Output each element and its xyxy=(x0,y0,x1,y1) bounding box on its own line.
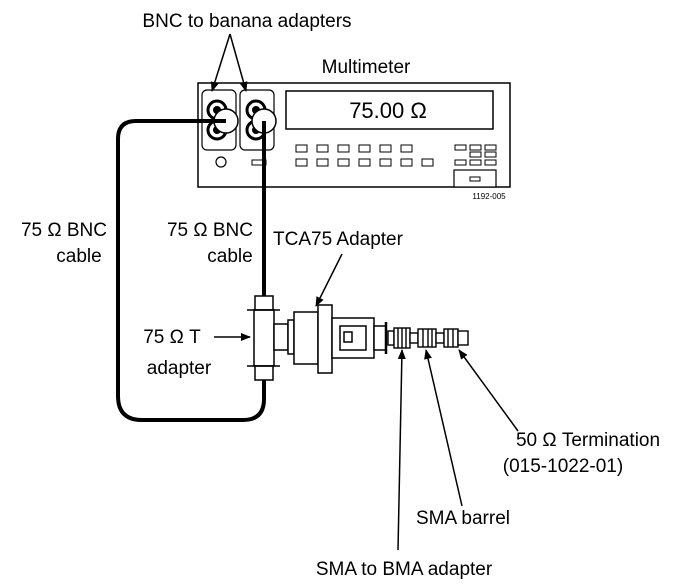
power-button xyxy=(215,156,227,168)
bnc-cable-left xyxy=(116,119,266,422)
figure-code: 1192-005 xyxy=(472,192,506,201)
label-cable-left-line2: cable xyxy=(56,246,101,267)
arrow-to-sma-to-bma xyxy=(397,349,406,551)
label-cable-left-line1: 75 Ω BNC xyxy=(21,220,107,241)
sma-barrel xyxy=(409,328,445,348)
label-sma-barrel: SMA barrel xyxy=(416,508,510,529)
label-cable-mid-line1: 75 Ω BNC xyxy=(167,220,253,241)
label-multimeter: Multimeter xyxy=(322,57,411,78)
tca75-adapter xyxy=(293,304,388,374)
sma-to-bma-adapter xyxy=(387,327,411,349)
label-termination-line2: (015-1022-01) xyxy=(503,456,623,477)
label-sma-to-bma: SMA to BMA adapter xyxy=(316,559,493,580)
arrow-to-termination xyxy=(458,349,519,432)
multimeter-display xyxy=(285,90,494,130)
label-bnc-banana-adapters: BNC to banana adapters xyxy=(142,11,351,32)
arrow-to-sma-barrel xyxy=(424,349,463,507)
label-cable-mid-line2: cable xyxy=(207,246,252,267)
feature-panel-slot xyxy=(469,176,481,182)
label-t-adapter-line2: adapter xyxy=(147,358,212,379)
termination-50-ohm xyxy=(443,328,469,348)
arrow-to-bnc-adapter-left xyxy=(210,33,231,92)
arrow-to-bnc-adapter-right xyxy=(229,33,248,92)
multimeter: 75.00 Ω xyxy=(197,82,511,201)
label-t-adapter-line1: 75 Ω T xyxy=(143,327,201,348)
label-tca75-adapter: TCA75 Adapter xyxy=(273,229,404,250)
t-adapter-75-ohm xyxy=(247,295,295,381)
display-reading: 75.00 Ω xyxy=(349,98,427,123)
label-termination-line1: 50 Ω Termination xyxy=(516,430,660,451)
keypad xyxy=(295,144,497,167)
arrow-to-tca75-adapter xyxy=(315,253,343,307)
leader-arrows xyxy=(210,33,519,551)
